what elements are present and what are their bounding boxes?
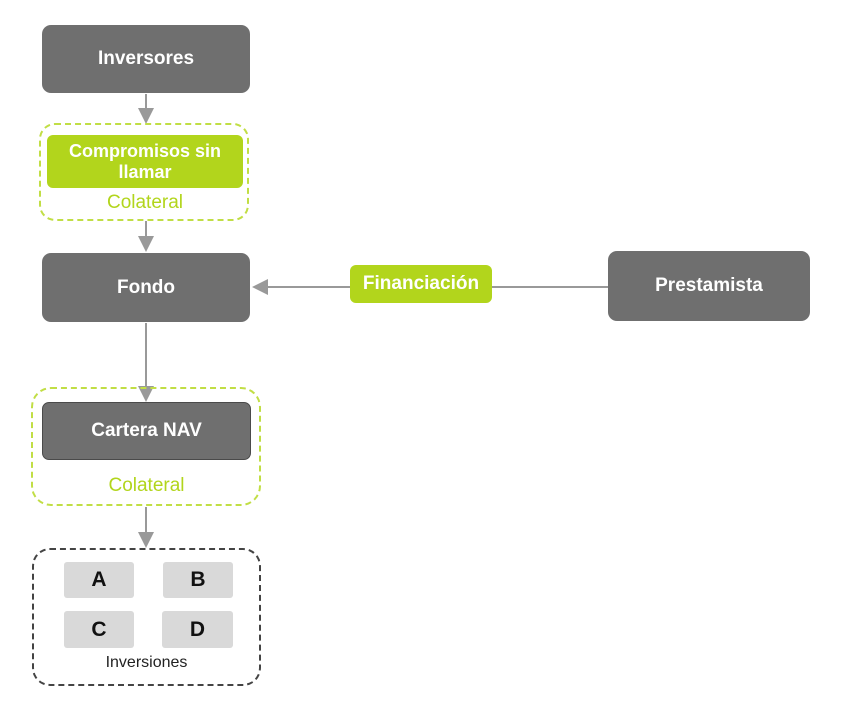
- node-compromisos-label: Compromisos sin llamar: [68, 140, 222, 182]
- investment-a: A: [64, 562, 134, 598]
- collateral-group-compromisos: [39, 123, 249, 221]
- node-inversores: Inversores: [42, 25, 250, 93]
- collateral-label-compromisos: Colateral: [106, 192, 184, 213]
- node-fondo-label: Fondo: [116, 276, 176, 298]
- investments-caption: Inversiones: [105, 654, 188, 671]
- investment-c: C: [64, 611, 134, 648]
- node-cartera-nav: Cartera NAV: [42, 402, 251, 460]
- collateral-label-cartera: Colateral: [108, 475, 185, 496]
- investment-d: D: [162, 611, 233, 648]
- edge-label-financiacion: Financiación: [350, 265, 492, 303]
- node-cartera-nav-label: Cartera NAV: [91, 420, 202, 441]
- node-prestamista-label: Prestamista: [655, 275, 763, 296]
- node-inversores-label: Inversores: [97, 48, 195, 69]
- investment-b: B: [163, 562, 233, 598]
- investments-group: [32, 548, 261, 686]
- edge-label-financiacion-text: Financiación: [362, 273, 480, 294]
- node-prestamista: Prestamista: [608, 251, 810, 321]
- node-fondo: Fondo: [42, 253, 250, 322]
- node-compromisos: Compromisos sin llamar: [47, 135, 243, 188]
- collateral-group-cartera: [31, 387, 261, 506]
